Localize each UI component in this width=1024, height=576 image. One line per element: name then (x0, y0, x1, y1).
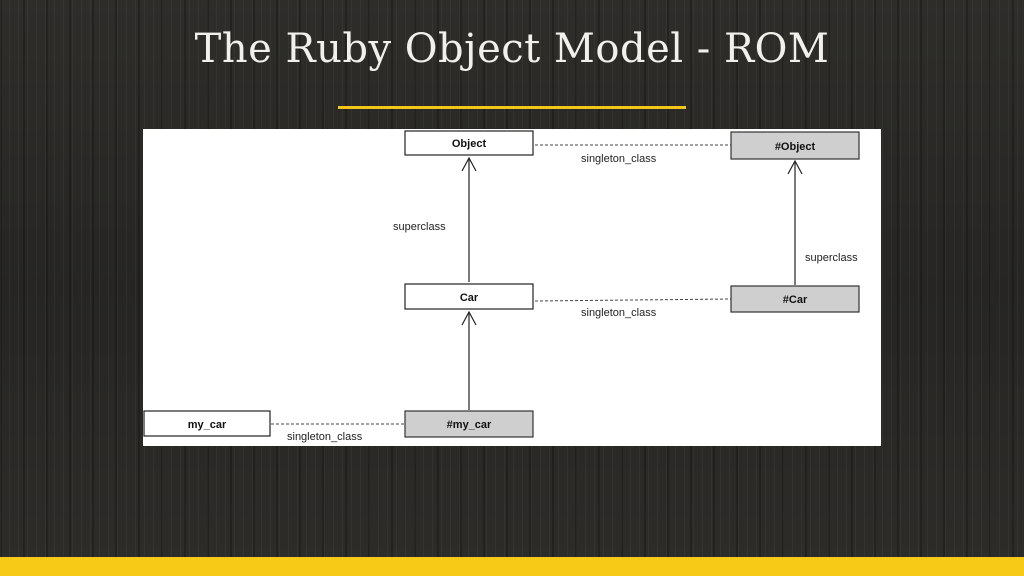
diagram-panel: Object #Object Car #Car my_car #my_car s… (143, 129, 881, 446)
car-superclass-label: superclass (393, 221, 446, 233)
singleton-car-to-singleton-object-arrowhead (787, 159, 803, 175)
node-singleton-my-car: #my_car (404, 410, 534, 438)
slide-title: The Ruby Object Model - ROM (194, 26, 830, 72)
footer-accent-bar (0, 557, 1024, 576)
node-singleton-object-label: #Object (775, 141, 816, 153)
node-singleton-car: #Car (730, 285, 860, 313)
node-singleton-object: #Object (730, 131, 860, 160)
singleton-car-superclass-label: superclass (805, 252, 858, 264)
node-my-car: my_car (143, 410, 271, 437)
node-singleton-my-car-label: #my_car (447, 419, 492, 431)
node-object: Object (404, 130, 534, 156)
node-object-label: Object (452, 138, 487, 150)
node-singleton-car-label: #Car (783, 294, 808, 306)
node-car-label: Car (460, 292, 479, 304)
node-car: Car (404, 283, 534, 310)
car-singleton-link (534, 298, 732, 302)
node-my-car-label: my_car (188, 419, 227, 431)
car-singleton-label: singleton_class (581, 307, 657, 319)
car-to-object-arrowhead (461, 156, 477, 172)
object-singleton-label: singleton_class (581, 153, 657, 165)
my-car-singleton-label: singleton_class (287, 431, 363, 443)
ruby-object-model-diagram: Object #Object Car #Car my_car #my_car s… (143, 130, 860, 443)
title-underline (338, 106, 686, 109)
my-car-singleton-to-car-arrowhead (461, 310, 477, 326)
